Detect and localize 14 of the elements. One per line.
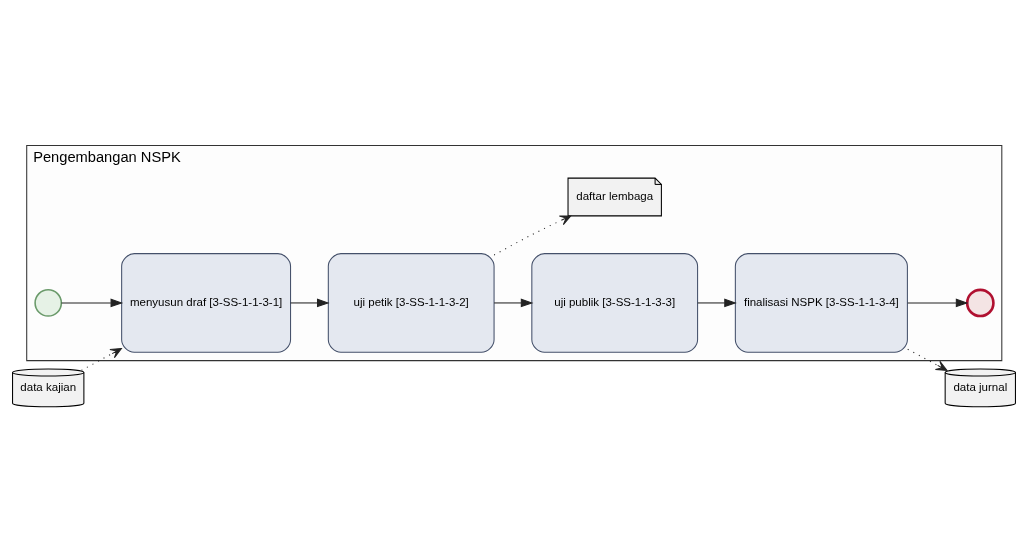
arrow: [81, 347, 122, 371]
node-circle: [34, 288, 63, 317]
arrow: [60, 298, 124, 307]
arrow: [907, 298, 969, 307]
node-box: uji publik [3-SS-1-1-3-3]: [531, 252, 699, 353]
node-box: uji petik [3-SS-1-1-3-2]: [327, 252, 495, 353]
arrow: [697, 298, 737, 307]
node-circle: [965, 288, 995, 317]
node-box: menyusun draf [3-SS-1-1-3-1]: [121, 252, 292, 353]
arrow: [493, 298, 534, 307]
arrow: [290, 298, 330, 307]
arrow: [907, 348, 948, 371]
arrow: [493, 214, 572, 256]
node-box: finalisasi NSPK [3-SS-1-1-3-4]: [734, 252, 908, 353]
